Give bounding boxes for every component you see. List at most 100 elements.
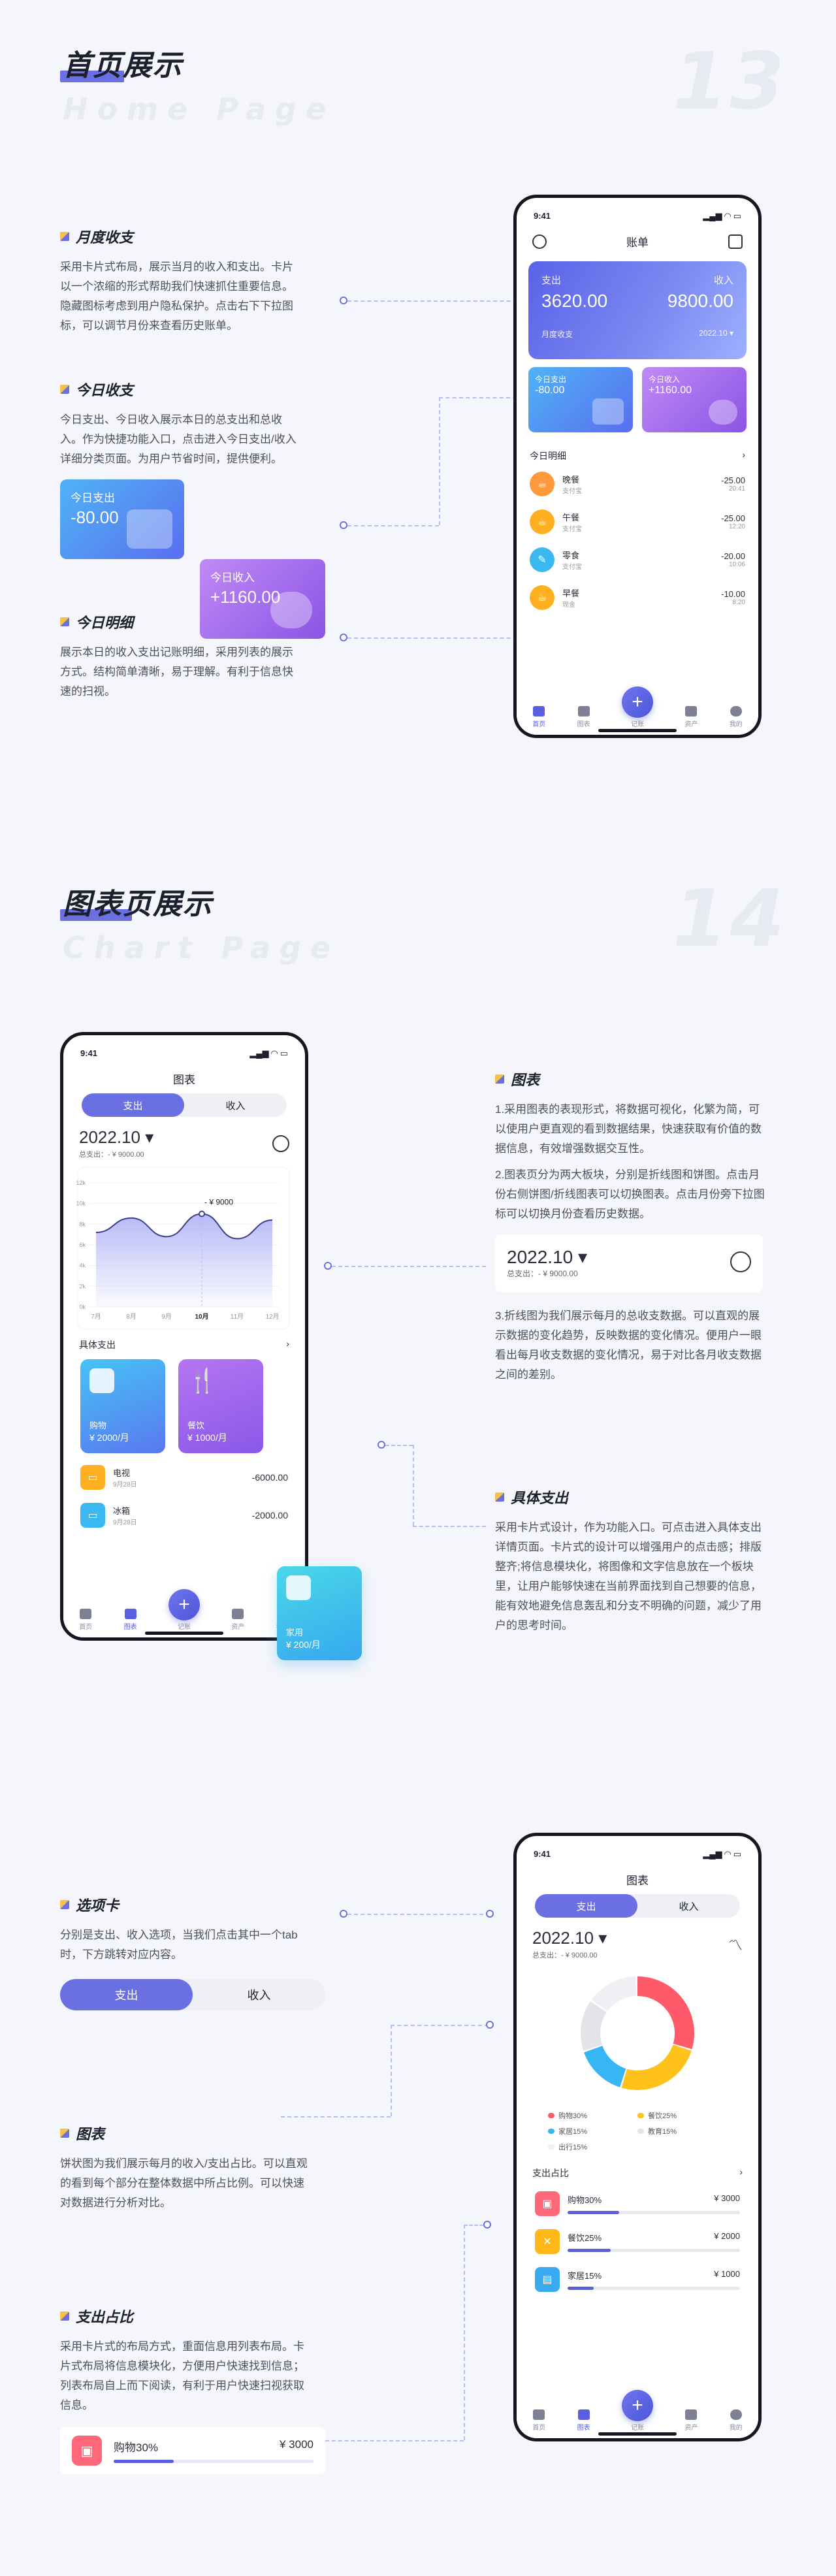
tab-chart[interactable]: 图表 xyxy=(124,1609,137,1631)
category-card-home[interactable]: 家用 ¥ 200/月 xyxy=(277,1566,362,1660)
tab-asset[interactable]: 资产 xyxy=(231,1609,244,1631)
y-tick-label: 2k xyxy=(79,1283,86,1289)
cutlery-icon: 🍴 xyxy=(187,1367,217,1394)
pie-slice xyxy=(637,1976,694,2050)
chart-phone: 9:41▂▄▆ ◠ ▭ 图表 支出 收入 2022.10 ▾总支出：- ¥ 90… xyxy=(60,1032,308,1641)
bullet-icon xyxy=(495,1074,504,1084)
tab-expense[interactable]: 支出 xyxy=(82,1093,184,1117)
pie-phone: 9:41▂▄▆ ◠ ▭ 图表 支出 收入 2022.10 ▾总支出：- ¥ 90… xyxy=(513,1833,762,2441)
today-expense-card[interactable]: 今日支出 -80.00 xyxy=(528,367,633,432)
month-selector[interactable]: 2022.10 ▾ xyxy=(532,1928,607,1948)
today-income-card[interactable]: 今日收入 +1160.00 xyxy=(642,367,747,432)
tab-mine[interactable]: 我的 xyxy=(730,706,743,728)
line-chart-icon[interactable]: 〽 xyxy=(728,1937,743,1954)
legend-item: 餐饮25% xyxy=(637,2110,727,2121)
month-selector[interactable]: 2022.10 ▾ xyxy=(79,1127,154,1147)
today-income-callout: 今日收入 +1160.00 xyxy=(200,559,325,639)
chevron-right-icon[interactable]: › xyxy=(739,2166,743,2177)
chevron-right-icon[interactable]: › xyxy=(742,449,745,460)
bullet-icon xyxy=(60,2311,69,2321)
wallet-icon xyxy=(685,706,698,716)
section-number: 14 xyxy=(673,874,787,965)
note-pie: 图表 饼状图为我们展示每月的收入/支出占比。可以直观的看到每个部分在整体数据中所… xyxy=(60,2126,308,2209)
section-subtitle: Home Page xyxy=(63,91,336,127)
tab-income[interactable]: 收入 xyxy=(679,1901,699,1912)
pie-slice xyxy=(621,2044,692,2090)
type-tabs: 支出 收入 xyxy=(535,1894,740,1918)
share-title: 支出占比 xyxy=(532,2168,569,2178)
tab-home[interactable]: 首页 xyxy=(532,2409,545,2432)
legend-item: 家居15% xyxy=(548,2126,637,2136)
calendar-icon[interactable] xyxy=(728,234,743,249)
category-icon: ▣ xyxy=(535,2191,560,2216)
share-item[interactable]: ✕ 餐饮25%¥ 2000 xyxy=(517,2223,758,2261)
plus-icon: + xyxy=(621,686,653,718)
tab-bar: 首页 图表 +记账 资产 我的 xyxy=(63,1589,305,1637)
share-item[interactable]: ▣ 购物30%¥ 3000 xyxy=(517,2185,758,2223)
tab-add[interactable]: +记账 xyxy=(168,1589,200,1631)
page-title: 图表 xyxy=(173,1074,195,1086)
section-title: 图表页展示 xyxy=(63,888,213,921)
share-callout: ▣ 购物30%¥ 3000 xyxy=(60,2427,325,2474)
legend-item: 出行15% xyxy=(548,2142,637,2152)
tab-callout: 支出 收入 xyxy=(60,1979,325,2010)
page-title: 账单 xyxy=(626,236,649,249)
piggy-bank-icon xyxy=(709,400,737,425)
area-fill xyxy=(96,1214,272,1307)
note-share: 支出占比 采用卡片式的布局方式，重面信息用列表布局。卡片式布局将信息模块化，方便… xyxy=(60,2309,304,2411)
y-tick-label: 12k xyxy=(76,1180,86,1186)
series-line xyxy=(95,1213,273,1240)
tab-mine[interactable]: 我的 xyxy=(730,2409,743,2432)
smile-icon[interactable] xyxy=(532,234,547,249)
chevron-right-icon[interactable]: › xyxy=(286,1338,289,1349)
tab-add[interactable]: +记账 xyxy=(621,686,653,728)
category-icon: ☕ xyxy=(530,585,555,610)
legend-item: 购物30% xyxy=(548,2110,637,2121)
chart-icon xyxy=(577,2409,590,2420)
tab-chart[interactable]: 图表 xyxy=(577,706,590,728)
y-tick-label: 8k xyxy=(79,1221,86,1227)
pie-chart-icon[interactable] xyxy=(272,1135,289,1152)
category-icon: ☕ xyxy=(530,509,555,534)
device-icon: ▭ xyxy=(80,1503,105,1528)
note-chart: 图表 1.采用图表的表现形式，将数据可视化，化繁为简，可以使用户更直观的看到数据… xyxy=(495,1072,765,1220)
category-icon: ☕ xyxy=(530,472,555,496)
note-today: 今日收支 今日支出、今日收入展示本日的总支出和总收入。作为快捷功能入口，点击进入… xyxy=(60,382,297,465)
tab-asset[interactable]: 资产 xyxy=(684,2409,698,2432)
page-title: 图表 xyxy=(626,1875,649,1887)
y-tick-label: 0k xyxy=(79,1304,86,1310)
tab-add[interactable]: +记账 xyxy=(621,2390,653,2432)
category-icon: ✕ xyxy=(535,2229,560,2254)
note-monthly: 月度收支 采用卡片式布局，展示当月的收入和支出。卡片以一个浓缩的形式帮助我们快速… xyxy=(60,229,293,332)
note-detail-expense: 具体支出 采用卡片式设计，作为功能入口。可点击进入具体支出详情页面。卡片式的设计… xyxy=(495,1490,762,1632)
tab-income[interactable]: 收入 xyxy=(225,1100,246,1112)
home-icon xyxy=(533,2409,545,2420)
plus-icon: + xyxy=(621,2390,653,2421)
category-icon: ✎ xyxy=(530,547,555,572)
note-detail: 今日明细 展示本日的收入支出记账明细，采用列表的展示方式。结构简单清晰，易于理解… xyxy=(60,615,293,698)
tab-chart[interactable]: 图表 xyxy=(577,2409,590,2432)
x-tick-label: 7月 xyxy=(91,1313,101,1321)
category-card-food[interactable]: 🍴 餐饮 ¥ 1000/月 xyxy=(178,1359,263,1453)
tab-asset[interactable]: 资产 xyxy=(684,706,698,728)
category-card-shopping[interactable]: 购物 ¥ 2000/月 xyxy=(80,1359,165,1453)
tab-home[interactable]: 首页 xyxy=(532,706,545,728)
tab-bar: 首页 图表 +记账 资产 我的 xyxy=(517,686,758,735)
bag-icon xyxy=(89,1368,114,1393)
tab-expense[interactable]: 支出 xyxy=(535,1894,637,1918)
tab-bar: 首页 图表 +记账 资产 我的 xyxy=(517,2390,758,2438)
share-item[interactable]: ▤ 家居15%¥ 1000 xyxy=(517,2261,758,2298)
bullet-icon xyxy=(495,1492,504,1502)
tab-home[interactable]: 首页 xyxy=(79,1609,92,1631)
type-tabs: 支出 收入 xyxy=(82,1093,287,1117)
device-icon: ▭ xyxy=(80,1465,105,1490)
